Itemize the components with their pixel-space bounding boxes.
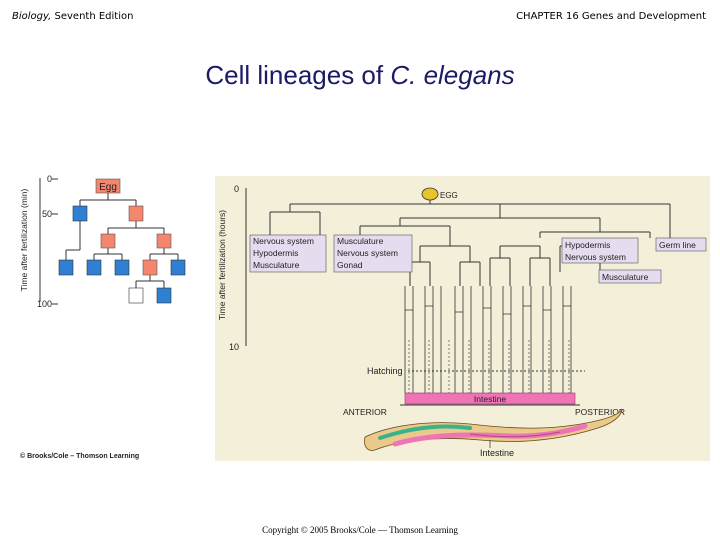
group1-label-2: Hypodermis — [253, 248, 298, 258]
cell-ab — [72, 205, 88, 222]
worm-illustration — [364, 408, 623, 451]
cell-d — [156, 287, 172, 304]
group3-label-1: Hypodermis — [565, 240, 610, 250]
book-header: Biology, Seventh Edition — [12, 11, 133, 22]
cell-ms — [86, 259, 102, 276]
worm-intestine-label: Intestine — [480, 448, 514, 458]
egg-cell — [95, 178, 121, 194]
left-tick-100: 100 — [37, 299, 52, 309]
cell-e — [114, 259, 130, 276]
cell-p4 — [128, 287, 144, 304]
nervous-hypodermis-musculature-box — [249, 234, 327, 273]
cell-c — [170, 259, 186, 276]
left-credit: © Brooks/Cole – Thomson Learning — [20, 452, 139, 460]
book-title: Biology, — [12, 11, 52, 22]
left-lineage-diagram: Time after fertilization (min) 0 50 100 … — [19, 174, 186, 460]
musculature-box — [598, 269, 662, 284]
right-tick-0: 0 — [234, 184, 239, 194]
intestine-bar-label: Intestine — [474, 394, 506, 404]
left-tick-0: 0 — [47, 174, 52, 184]
left-tree-lines — [65, 193, 179, 288]
cell-p1 — [128, 205, 144, 222]
cell-ems — [100, 233, 116, 249]
left-tick-50: 50 — [42, 209, 52, 219]
group2-label-1: Musculature — [337, 236, 384, 246]
book-edition: Seventh Edition — [51, 11, 134, 22]
musculature-label: Musculature — [602, 272, 649, 282]
right-egg-cell — [421, 187, 439, 201]
right-egg-label: EGG — [440, 191, 458, 200]
cell-p2 — [156, 233, 172, 249]
germ-line-box — [655, 237, 707, 252]
copyright-footer: Copyright © 2005 Brooks/Cole — Thomson L… — [262, 525, 458, 535]
chapter-header: CHAPTER 16 Genes and Development — [516, 11, 706, 22]
anterior-label: ANTERIOR — [343, 407, 387, 417]
right-descent-lines — [404, 286, 572, 393]
hypodermis-nervous-box — [561, 237, 639, 264]
title-main: Cell lineages of — [205, 60, 391, 90]
posterior-label: POSTERIOR — [575, 407, 625, 417]
group2-label-2: Nervous system — [337, 248, 398, 258]
cell-p3 — [142, 259, 158, 276]
group1-label-3: Musculature — [253, 260, 300, 270]
group3-label-2: Nervous system — [565, 252, 626, 262]
left-axis-label: Time after fertilization (min) — [19, 189, 29, 292]
slide-title: Cell lineages of C. elegans — [0, 60, 720, 91]
cell-ab-daughter — [58, 259, 74, 276]
hatching-label: Hatching — [367, 366, 403, 376]
right-lineage-diagram: Time after fertilization (hours) 0 10 EG… — [215, 176, 710, 461]
right-axis-label: Time after fertilization (hours) — [217, 210, 227, 320]
intestine-bar — [404, 392, 576, 405]
right-panel-background — [215, 176, 710, 461]
group1-label-1: Nervous system — [253, 236, 314, 246]
group2-label-3: Gonad — [337, 260, 363, 270]
right-tick-10: 10 — [229, 342, 239, 352]
germ-line-label: Germ line — [659, 240, 696, 250]
title-species: C. elegans — [390, 60, 515, 90]
musculature-nervous-gonad-box — [333, 234, 413, 273]
egg-label: Egg — [99, 182, 117, 193]
